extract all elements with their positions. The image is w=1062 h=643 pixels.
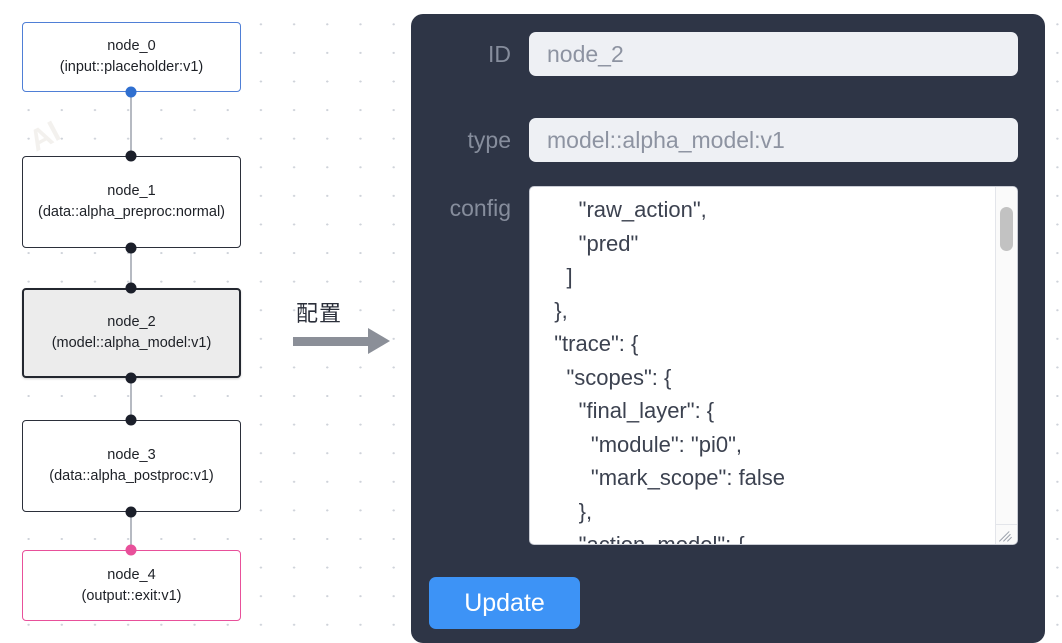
- node-label: node_1(data::alpha_preproc:normal): [38, 183, 225, 220]
- resize-grip-icon[interactable]: [995, 524, 1017, 544]
- edge-node0-node1: [130, 92, 132, 156]
- config-textarea[interactable]: "raw_action", "pred" ] }, "trace": { "sc…: [554, 197, 786, 544]
- graph-node-node_0[interactable]: node_0(input::placeholder:v1): [22, 22, 241, 92]
- arrow-label: 配置: [296, 302, 343, 327]
- graph-node-node_1[interactable]: node_1(data::alpha_preproc:normal): [22, 156, 241, 248]
- type-field-row: type model::alpha_model:v1: [411, 118, 1045, 162]
- config-textarea-wrapper[interactable]: "raw_action", "pred" ] }, "trace": { "sc…: [529, 186, 1018, 545]
- config-field-row: config "raw_action", "pred" ] }, "trace"…: [411, 186, 1045, 545]
- node-label: node_3(data::alpha_postproc:v1): [49, 447, 214, 484]
- type-input[interactable]: model::alpha_model:v1: [529, 118, 1018, 162]
- node-port-node_1-out[interactable]: [125, 242, 137, 254]
- node-port-node_2-in[interactable]: [125, 282, 137, 294]
- id-input[interactable]: node_2: [529, 32, 1018, 76]
- node-label: node_4(output::exit:v1): [81, 566, 182, 604]
- node-label: node_2(model::alpha_model:v1): [51, 314, 212, 351]
- node-port-node_3-in[interactable]: [125, 414, 137, 426]
- edge-node1-node2: [130, 248, 132, 288]
- arrow-head-icon: [368, 328, 390, 354]
- config-scrollbar-thumb[interactable]: [1000, 207, 1013, 251]
- type-field-label: type: [467, 127, 511, 153]
- config-field-label: config: [449, 195, 511, 221]
- update-button[interactable]: Update: [429, 577, 580, 629]
- node-port-node_0-out[interactable]: [125, 86, 137, 98]
- id-field-row: ID node_2: [411, 32, 1045, 76]
- transition-arrow-group: 配置: [288, 296, 400, 358]
- edge-node2-node3: [130, 378, 132, 420]
- node-inspector-panel: ID node_2 type model::alpha_model:v1 con…: [411, 14, 1045, 643]
- node-port-node_4-in[interactable]: [125, 544, 137, 556]
- config-scrollbar-track[interactable]: [995, 187, 1017, 527]
- edge-node3-node4: [130, 512, 132, 550]
- watermark-text: AI: [23, 114, 66, 159]
- graph-node-node_2[interactable]: node_2(model::alpha_model:v1): [22, 288, 241, 378]
- graph-node-node_4[interactable]: node_4(output::exit:v1): [22, 550, 241, 621]
- node-port-node_1-in[interactable]: [125, 150, 137, 162]
- node-port-node_2-out[interactable]: [125, 372, 137, 384]
- node-label: node_0(input::placeholder:v1): [59, 38, 204, 75]
- graph-node-node_3[interactable]: node_3(data::alpha_postproc:v1): [22, 420, 241, 512]
- node-port-node_3-out[interactable]: [125, 506, 137, 518]
- id-field-label: ID: [488, 41, 511, 67]
- arrow-shaft: [293, 337, 371, 346]
